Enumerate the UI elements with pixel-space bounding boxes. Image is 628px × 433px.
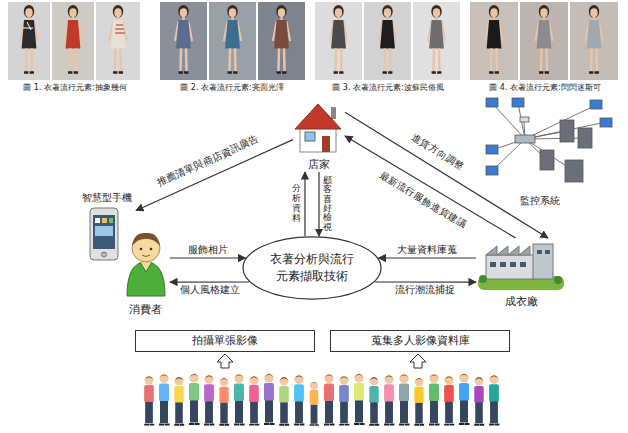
runway-photos <box>8 2 618 80</box>
phone-label: 智慧型手機 <box>82 192 132 205</box>
core-label: 衣著分析與流行元素擷取技術 <box>267 251 357 285</box>
factory-label: 成衣廠 <box>505 295 538 308</box>
figure-caption: 圖 3. 衣著流行元素:波蘇民俗風 <box>332 83 443 93</box>
connector-arrow <box>375 281 476 282</box>
connector-arrow <box>345 112 548 238</box>
connector-arrow <box>304 172 305 236</box>
box-label: 拍攝單張影像 <box>192 334 258 348</box>
store-label: 店家 <box>308 158 330 172</box>
consumer-label: 消費者 <box>129 303 162 316</box>
connector-arrow <box>318 172 319 236</box>
factory-node: 成衣廠 <box>476 238 566 308</box>
connector-arrow <box>170 257 245 258</box>
box-label: 蒐集多人影像資料庫 <box>371 334 470 348</box>
figure-caption: 圖 2. 衣著流行元素:亮面光澤 <box>180 83 283 93</box>
smartphone-icon <box>90 208 118 260</box>
crowd <box>144 373 499 425</box>
figure-caption: 圖 1. 衣著流行元素:抽象幾何 <box>23 83 126 93</box>
store-house-icon <box>295 104 341 152</box>
upload-arrows <box>217 354 426 368</box>
edge-label: 個人風格建立 <box>180 284 240 297</box>
edge-label: 大量資料庫蒐 <box>397 244 457 257</box>
consumer-figure <box>127 233 165 296</box>
phone-node: 智慧型手機 <box>78 192 136 266</box>
edge-label: 分析資料 <box>292 184 301 224</box>
monitor-label: 監控系統 <box>520 195 560 208</box>
ellipse-outline <box>242 236 382 300</box>
ellipse-shape <box>243 237 381 299</box>
figure-caption: 圖 4. 衣著流行元素:閃閃迷斯可 <box>489 83 600 93</box>
consumer-node: 消費者 <box>120 228 170 316</box>
edge-label: 顧客喜好檢視 <box>323 176 332 232</box>
edge-label: 最新流行服飾進貨建議 <box>377 169 469 231</box>
process-box: 蒐集多人影像資料庫 <box>330 330 510 352</box>
core-ellipse: 衣著分析與流行元素擷取技術 <box>242 236 382 300</box>
edge-label: 服飾相片 <box>188 244 228 257</box>
monitor-system-icon <box>486 98 612 182</box>
store-node: 店家 <box>293 100 345 172</box>
edge-label: 流行潮流捕捉 <box>395 284 455 297</box>
process-box: 拍攝單張影像 <box>135 330 315 352</box>
connector-arrow <box>379 257 476 258</box>
factory-icon <box>478 244 564 290</box>
monitor-node: 監控系統 <box>468 95 620 207</box>
connector-arrow <box>170 281 249 282</box>
edge-label: 進貨方向調整 <box>409 132 466 174</box>
